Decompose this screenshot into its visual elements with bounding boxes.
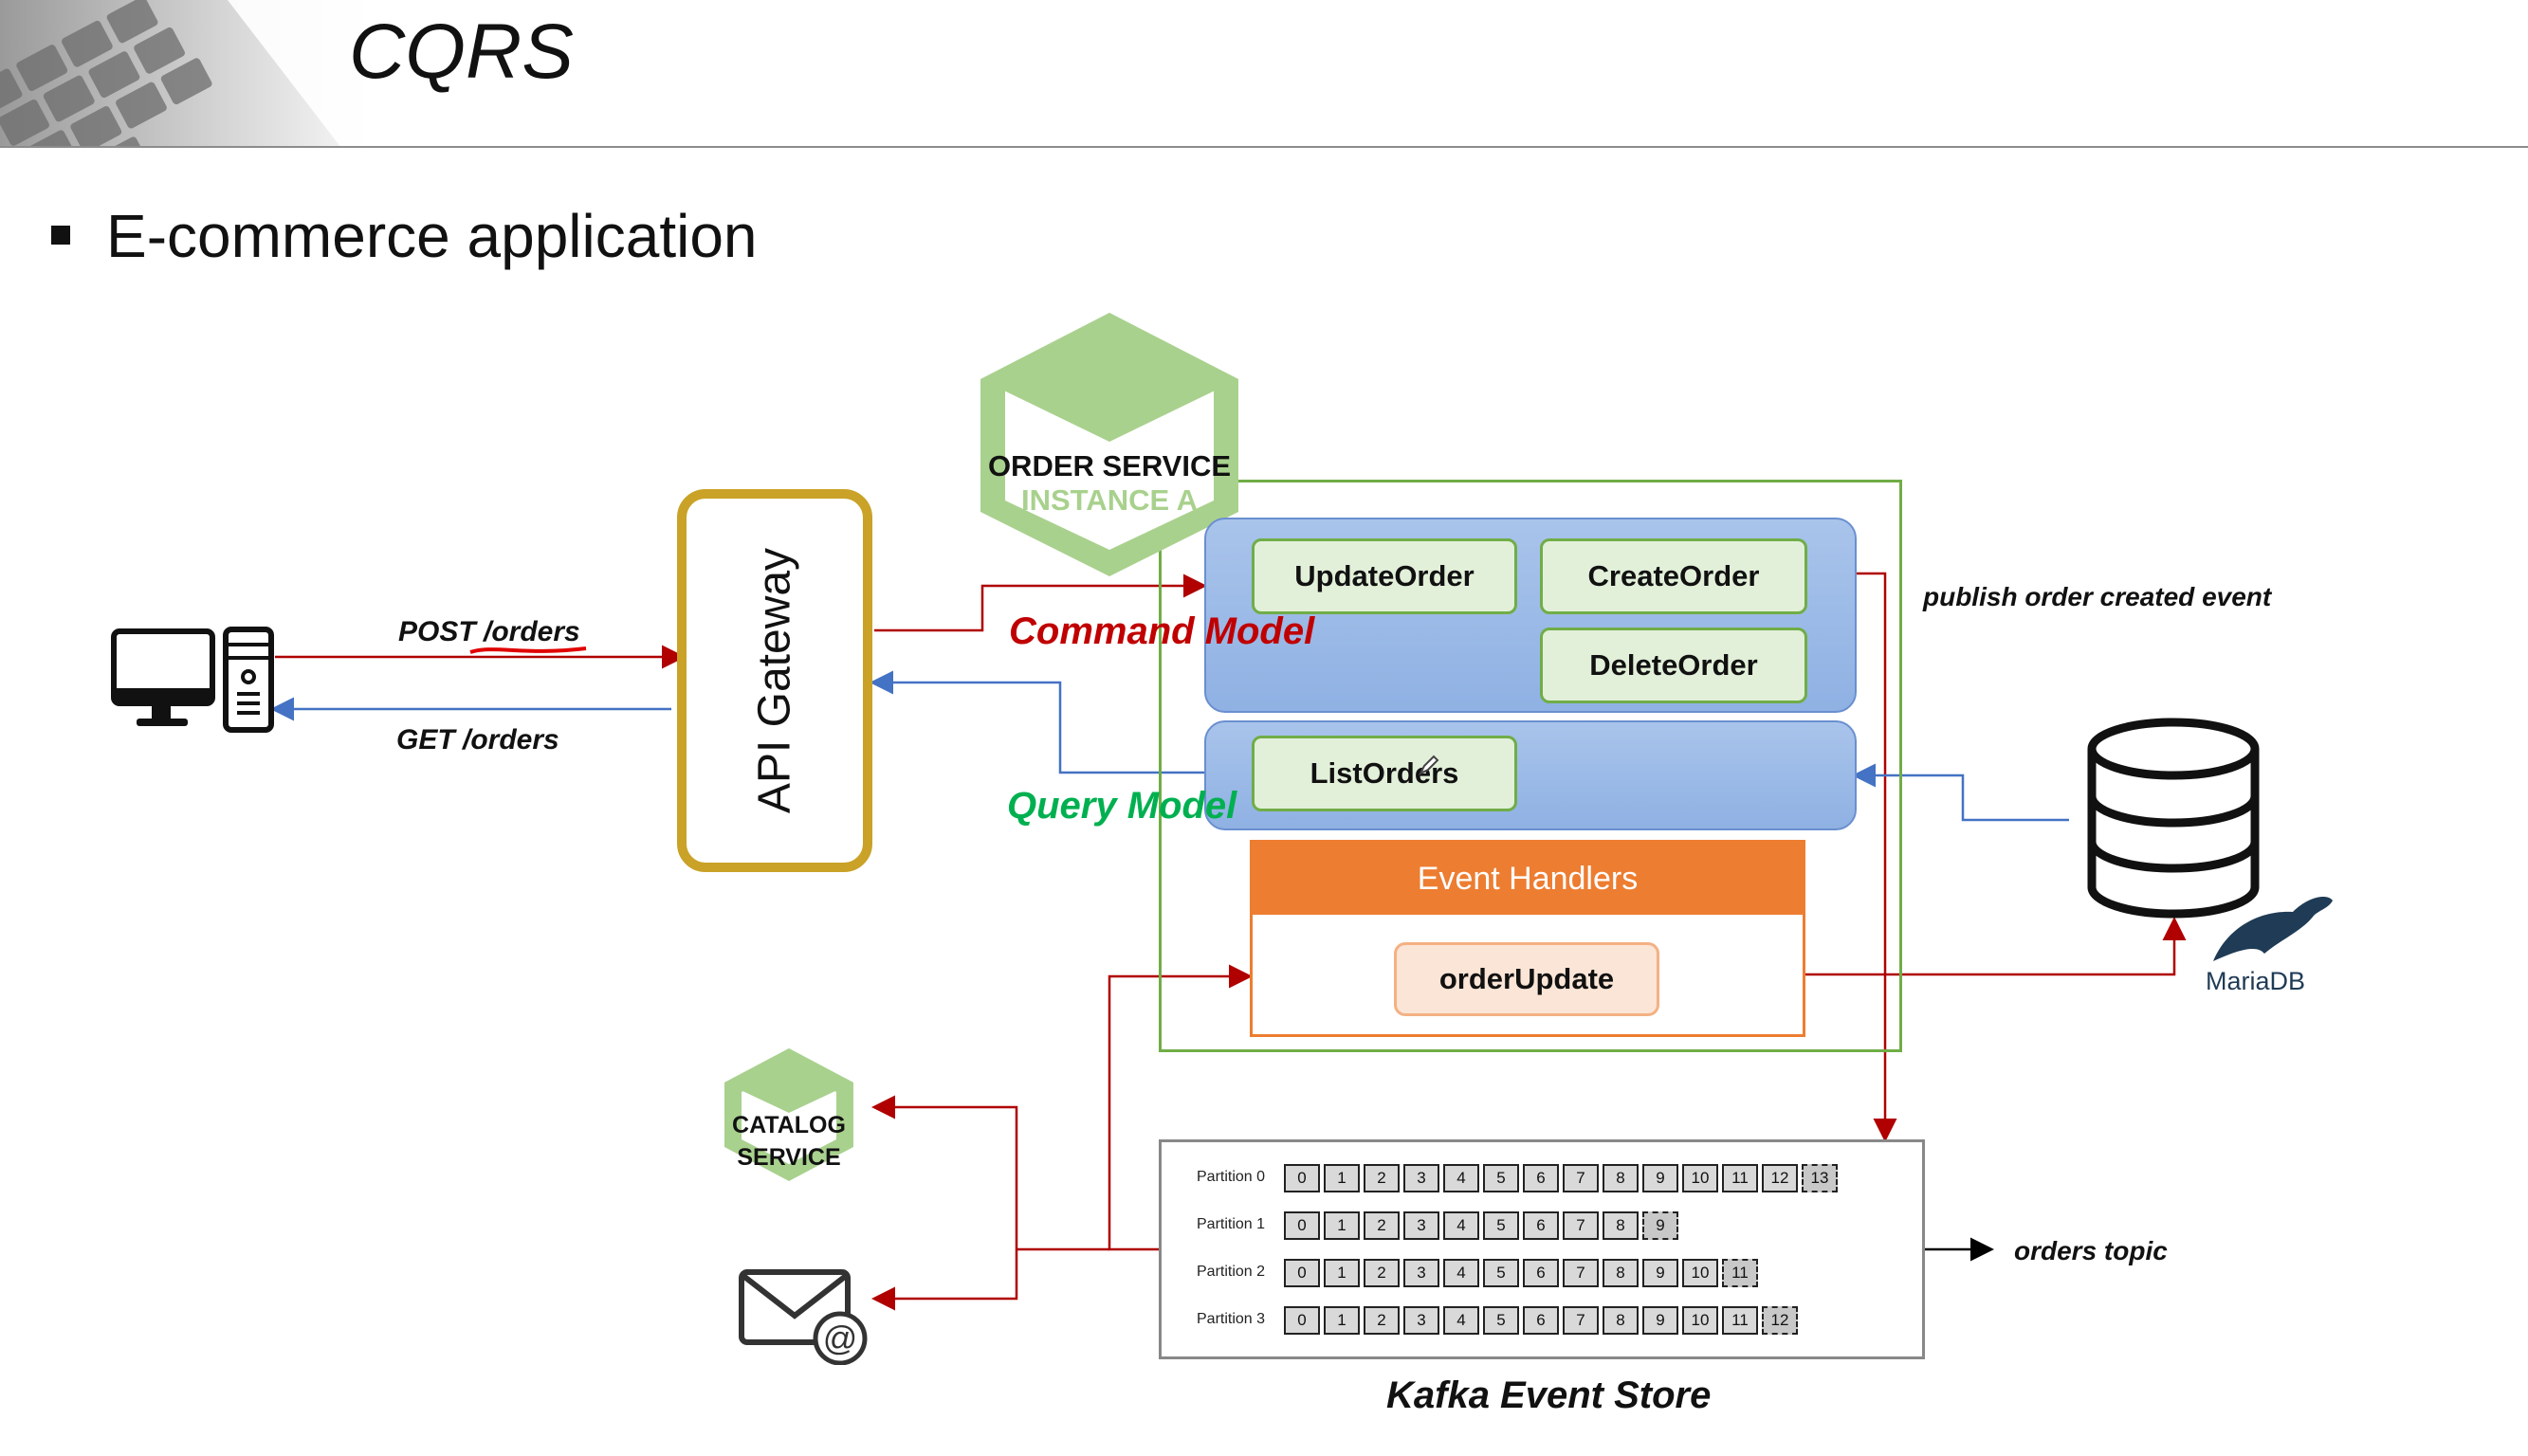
delete-order-button[interactable]: DeleteOrder bbox=[1540, 628, 1807, 703]
database-icon bbox=[2087, 718, 2260, 919]
partition-label: Partition 0 bbox=[1197, 1169, 1266, 1185]
catalog-service-line1: CATALOG bbox=[732, 1112, 846, 1138]
mariadb-label: MariaDB bbox=[2206, 967, 2306, 995]
offset-cell: 0 bbox=[1284, 1259, 1320, 1287]
offset-cell: 4 bbox=[1443, 1259, 1479, 1287]
offset-cell: 8 bbox=[1603, 1259, 1639, 1287]
bullet-text: E-commerce application bbox=[106, 202, 758, 270]
offset-cell: 11 bbox=[1722, 1306, 1758, 1335]
pen-cursor-icon bbox=[1419, 755, 1439, 775]
orders-topic-label: orders topic bbox=[2014, 1236, 2168, 1265]
offset-cell: 8 bbox=[1603, 1164, 1639, 1192]
offset-cell: 1 bbox=[1324, 1211, 1360, 1240]
offset-cell: 5 bbox=[1483, 1306, 1519, 1335]
offset-cell: 7 bbox=[1563, 1211, 1599, 1240]
list-orders-button[interactable]: ListOrders bbox=[1252, 736, 1517, 811]
offset-cell: 0 bbox=[1284, 1211, 1320, 1240]
catalog-service-label: CATALOG SERVICE bbox=[721, 1109, 857, 1174]
offset-cell: 3 bbox=[1403, 1259, 1439, 1287]
offset-cell: 2 bbox=[1364, 1164, 1400, 1192]
offset-cell: 11 bbox=[1722, 1164, 1758, 1192]
offset-cell: 12 bbox=[1762, 1306, 1798, 1335]
publish-event-label: publish order created event bbox=[1923, 582, 2272, 611]
offset-cell: 5 bbox=[1483, 1211, 1519, 1240]
offset-cell: 6 bbox=[1523, 1306, 1559, 1335]
kafka-to-email-arrow bbox=[871, 1249, 1018, 1311]
offset-cell: 4 bbox=[1443, 1211, 1479, 1240]
event-handlers-header: Event Handlers bbox=[1253, 843, 1803, 915]
title-divider bbox=[0, 146, 2528, 148]
order-service-container bbox=[1159, 480, 1902, 1052]
offset-cell: 10 bbox=[1682, 1306, 1718, 1335]
offset-cell: 10 bbox=[1682, 1259, 1718, 1287]
offset-cell: 3 bbox=[1403, 1306, 1439, 1335]
slide-title: CQRS bbox=[349, 9, 574, 95]
offset-cell: 8 bbox=[1603, 1211, 1639, 1240]
db-write-arrow bbox=[1804, 917, 2187, 976]
offset-cell: 7 bbox=[1563, 1306, 1599, 1335]
offset-cell: 7 bbox=[1563, 1259, 1599, 1287]
query-model-label: Query Model bbox=[1007, 785, 1237, 827]
offset-cell: 10 bbox=[1682, 1164, 1718, 1192]
offset-cell: 8 bbox=[1603, 1306, 1639, 1335]
keyboard-image bbox=[0, 0, 398, 148]
mariadb-seal-logo-icon bbox=[2213, 897, 2333, 961]
api-gateway-label: API Gateway bbox=[749, 547, 800, 814]
svg-text:@: @ bbox=[823, 1319, 858, 1357]
red-underline-annotation bbox=[469, 646, 587, 654]
offset-cell: 6 bbox=[1523, 1259, 1559, 1287]
order-service-title: ORDER SERVICE bbox=[987, 449, 1232, 482]
offset-cell: 5 bbox=[1483, 1259, 1519, 1287]
offset-cell: 2 bbox=[1364, 1259, 1400, 1287]
email-at-icon: @ bbox=[739, 1269, 868, 1365]
bullet-marker bbox=[51, 226, 70, 245]
offset-cell: 6 bbox=[1523, 1164, 1559, 1192]
offset-cell: 11 bbox=[1722, 1259, 1758, 1287]
order-update-handler[interactable]: orderUpdate bbox=[1394, 942, 1659, 1016]
partition-label: Partition 3 bbox=[1197, 1311, 1266, 1327]
post-orders-label: POST /orders bbox=[398, 616, 580, 647]
offset-cell: 9 bbox=[1642, 1259, 1678, 1287]
offset-cell: 12 bbox=[1762, 1164, 1798, 1192]
offset-cell: 7 bbox=[1563, 1164, 1599, 1192]
query-arrow bbox=[870, 670, 1206, 774]
offset-cell: 4 bbox=[1443, 1164, 1479, 1192]
offset-cell: 2 bbox=[1364, 1211, 1400, 1240]
offset-cell: 3 bbox=[1403, 1164, 1439, 1192]
partition-label: Partition 2 bbox=[1197, 1264, 1266, 1280]
offset-cell: 1 bbox=[1324, 1164, 1360, 1192]
offset-cell: 13 bbox=[1802, 1164, 1838, 1192]
desktop-computer-icon bbox=[111, 627, 274, 733]
offset-cell: 3 bbox=[1403, 1211, 1439, 1240]
db-read-arrow bbox=[1852, 763, 2069, 822]
order-service-instance: INSTANCE A bbox=[1021, 483, 1198, 517]
publish-arrow bbox=[1851, 572, 1897, 1142]
order-service-hexagon-icon bbox=[980, 313, 1238, 576]
update-order-button[interactable]: UpdateOrder bbox=[1252, 538, 1517, 614]
offset-cell: 0 bbox=[1284, 1306, 1320, 1335]
kafka-to-handler-arrow bbox=[1108, 964, 1253, 1251]
kafka-title: Kafka Event Store bbox=[1386, 1374, 1712, 1416]
offset-cell: 1 bbox=[1324, 1259, 1360, 1287]
offset-cell: 9 bbox=[1642, 1164, 1678, 1192]
command-arrow bbox=[874, 573, 1207, 632]
offset-cell: 1 bbox=[1324, 1306, 1360, 1335]
command-model-label: Command Model bbox=[1009, 610, 1315, 652]
offset-cell: 5 bbox=[1483, 1164, 1519, 1192]
offset-cell: 0 bbox=[1284, 1164, 1320, 1192]
partition-label: Partition 1 bbox=[1197, 1216, 1266, 1232]
offset-cell: 2 bbox=[1364, 1306, 1400, 1335]
catalog-service-hexagon-icon bbox=[724, 1048, 853, 1181]
offset-cell: 6 bbox=[1523, 1211, 1559, 1240]
offset-cell: 9 bbox=[1642, 1306, 1678, 1335]
offset-cell: 4 bbox=[1443, 1306, 1479, 1335]
create-order-button[interactable]: CreateOrder bbox=[1540, 538, 1807, 614]
catalog-service-line2: SERVICE bbox=[737, 1144, 841, 1171]
api-gateway[interactable]: API Gateway bbox=[677, 489, 872, 872]
get-orders-label: GET /orders bbox=[396, 724, 559, 755]
kafka-to-catalog-arrow bbox=[871, 1095, 1018, 1249]
offset-cell: 9 bbox=[1642, 1211, 1678, 1240]
